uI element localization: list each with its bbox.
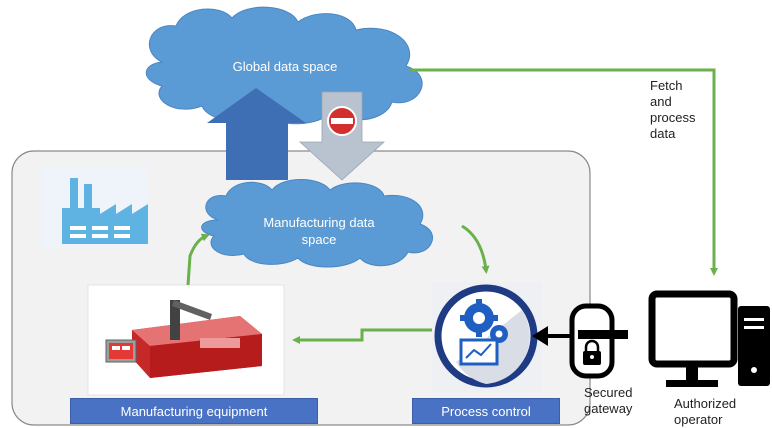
manufacturing-label-line2: space [301, 232, 337, 247]
gateway-line1: Secured [584, 385, 633, 400]
manufacturing-equipment-image [87, 284, 285, 396]
global-data-space-label: Global data space [232, 59, 338, 74]
fetch-process-data-label: Fetch and process data [650, 78, 696, 142]
fetch-line2: and [650, 94, 672, 109]
computer-icon [648, 290, 770, 387]
secured-gateway-label: Secured gateway [584, 385, 632, 417]
process-control-label: Process control [412, 398, 560, 424]
process-control-panel [432, 282, 542, 392]
equipment-to-cloud-arrow [186, 233, 210, 286]
fetch-line1: Fetch [650, 78, 683, 93]
operator-line1: Authorized [674, 396, 737, 411]
fetch-line3: process [650, 110, 696, 125]
upload-arrow [207, 88, 306, 180]
authorized-operator-label: Authorized operator [674, 396, 736, 428]
cloud-to-process-arrow [461, 224, 490, 274]
process-to-equipment-arrow [292, 328, 432, 344]
manufacturing-equipment-label: Manufacturing equipment [70, 398, 318, 424]
gateway-line2: gateway [584, 401, 633, 416]
padlock-icon [569, 303, 628, 379]
no-entry-icon [327, 106, 357, 136]
gateway-arrow [532, 326, 572, 346]
manufacturing-data-space-cloud [201, 179, 433, 268]
factory-icon [42, 168, 148, 248]
manufacturing-data-space-label: Manufacturing data space [234, 214, 404, 248]
manufacturing-label-line1: Manufacturing data [263, 215, 375, 230]
fetch-data-arrow [410, 68, 718, 276]
gears-icon [459, 299, 508, 366]
fetch-line4: data [650, 126, 676, 141]
operator-line2: operator [674, 412, 723, 427]
